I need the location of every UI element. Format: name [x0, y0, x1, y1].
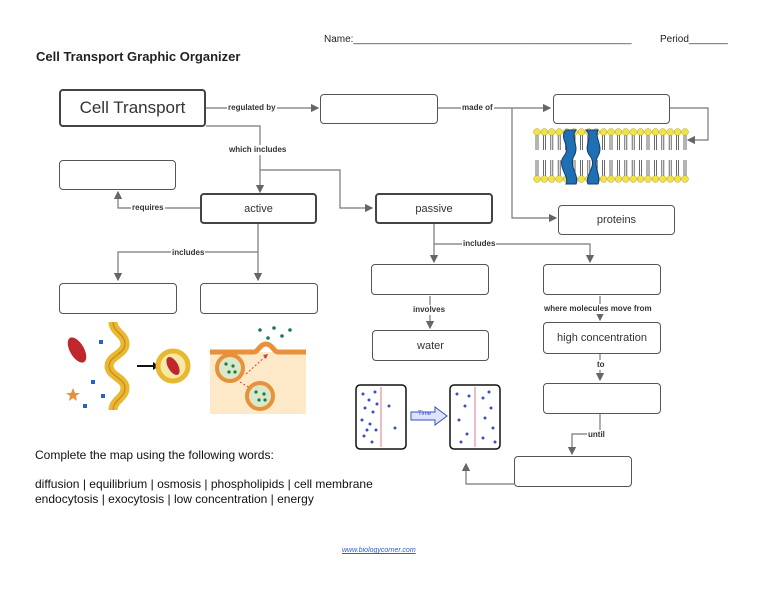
label-regulated-by: regulated by	[227, 103, 277, 113]
label-which-includes: which includes	[228, 145, 288, 155]
passive-box: passive	[375, 193, 493, 224]
instructions-prompt: Complete the map using the following wor…	[35, 448, 274, 462]
proteins-box: proteins	[558, 205, 675, 235]
page-title: Cell Transport Graphic Organizer	[36, 49, 241, 64]
label-until: until	[587, 430, 606, 440]
active-includes-blank-2[interactable]	[200, 283, 318, 314]
regulated-by-blank[interactable]	[320, 94, 438, 124]
requires-blank[interactable]	[59, 160, 176, 190]
made-of-blank[interactable]	[553, 94, 670, 124]
label-requires: requires	[131, 203, 165, 213]
word-bank-line-2: endocytosis | exocytosis | low concentra…	[35, 492, 314, 506]
label-includes-passive: includes	[462, 239, 497, 249]
footer-link[interactable]: www.biologycorner.com	[342, 547, 416, 554]
label-includes-active: includes	[171, 248, 206, 258]
passive-includes-blank-2[interactable]	[543, 264, 661, 295]
period-field: Period_______	[660, 34, 728, 45]
endocytosis-illustration	[66, 322, 191, 410]
active-box: active	[200, 193, 317, 224]
label-to: to	[596, 360, 606, 370]
time-label: Time	[418, 411, 432, 417]
water-box: water	[372, 330, 489, 361]
to-blank[interactable]	[543, 383, 661, 414]
label-where-molecules-move-from: where molecules move from	[543, 304, 653, 314]
cell-transport-box: Cell Transport	[59, 89, 206, 127]
active-includes-blank-1[interactable]	[59, 283, 177, 314]
high-concentration-box: high concentration	[543, 322, 661, 354]
diffusion-illustration	[355, 384, 501, 450]
passive-includes-blank-1[interactable]	[371, 264, 489, 295]
name-field: Name:___________________________________…	[324, 34, 632, 45]
cell-membrane-illustration	[533, 128, 689, 185]
word-bank-line-1: diffusion | equilibrium | osmosis | phos…	[35, 477, 373, 491]
until-blank[interactable]	[514, 456, 632, 487]
label-involves: involves	[412, 305, 447, 315]
exocytosis-illustration	[210, 322, 306, 414]
label-made-of: made of	[461, 103, 494, 113]
